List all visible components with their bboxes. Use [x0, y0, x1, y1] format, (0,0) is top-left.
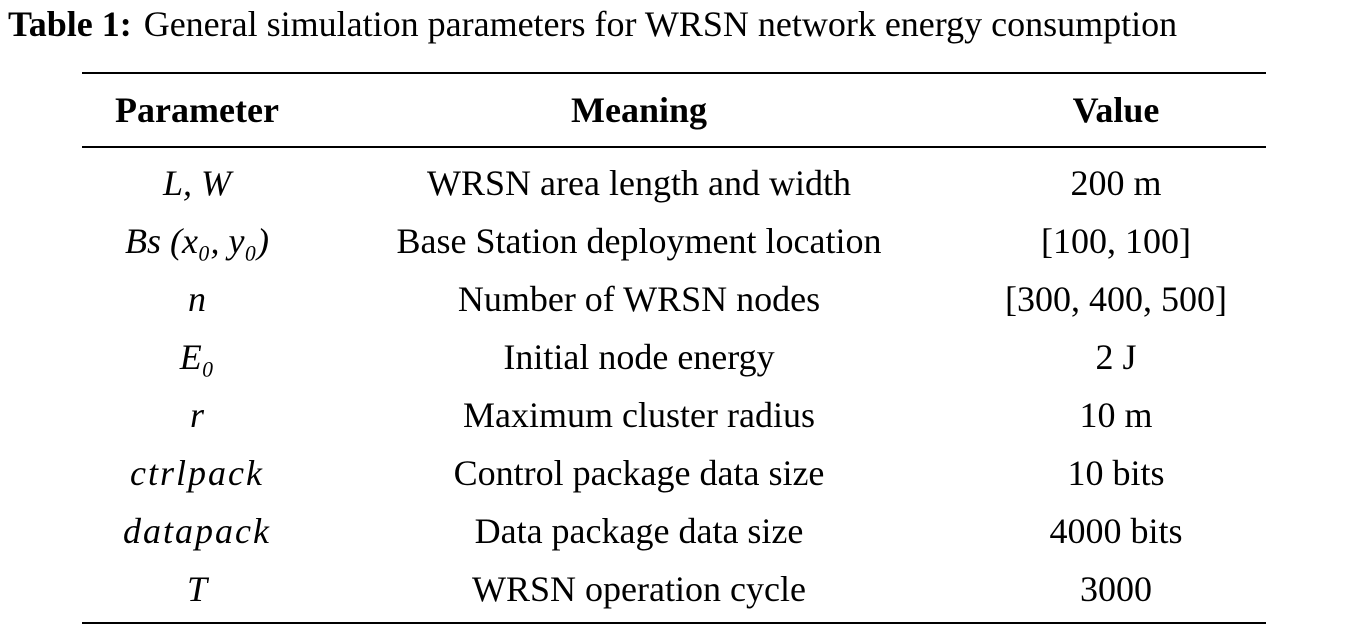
row-value: 10 bits — [1067, 453, 1165, 493]
table-row: Bs (x₀, y₀) Base Station deployment loca… — [82, 212, 1266, 270]
row-meaning: Base Station deployment location — [396, 221, 882, 261]
row-parameter: n — [188, 279, 206, 319]
row-value: 200 m — [1070, 163, 1162, 203]
row-value: 10 m — [1079, 395, 1153, 435]
row-value: 2 J — [1095, 337, 1137, 377]
row-parameter: datapack — [123, 511, 271, 551]
row-value: 4000 bits — [1049, 511, 1183, 551]
header-meaning: Meaning — [312, 74, 966, 148]
row-parameter: r — [189, 395, 204, 435]
table-row: E₀ Initial node energy 2 J — [82, 328, 1266, 386]
row-value: 3000 — [966, 560, 1266, 624]
row-parameter: T — [82, 560, 312, 624]
row-meaning: Data package data size — [474, 511, 804, 551]
header-row: Parameter Meaning Value — [82, 74, 1266, 148]
row-value: [300, 400, 500] — [1005, 279, 1227, 319]
row-parameter: E₀ — [179, 337, 215, 377]
row-parameter: ctrlpack — [130, 453, 264, 493]
row-parameter: L, W — [162, 163, 231, 203]
caption-text: General simulation parameters for WRSN n… — [143, 4, 1178, 44]
table-row: L, W WRSN area length and width 200 m — [82, 147, 1266, 212]
row-meaning: Maximum cluster radius — [463, 395, 815, 435]
caption-label: Table 1: — [8, 4, 132, 44]
table-row: n Number of WRSN nodes [300, 400, 500] — [82, 270, 1266, 328]
header-parameter: Parameter — [82, 74, 312, 148]
row-meaning: WRSN operation cycle — [312, 560, 966, 624]
table-row: T WRSN operation cycle 3000 — [82, 560, 1266, 624]
parameters-table: Parameter Meaning Value L, W WRSN area l… — [82, 72, 1266, 624]
table-row: datapack Data package data size 4000 bit… — [82, 502, 1266, 560]
row-parameter: Bs (x₀, y₀) — [125, 221, 269, 261]
row-meaning: Initial node energy — [503, 337, 775, 377]
row-meaning: Number of WRSN nodes — [457, 279, 821, 319]
row-value: [100, 100] — [1041, 221, 1191, 261]
row-meaning: Control package data size — [453, 453, 825, 493]
table-row: r Maximum cluster radius 10 m — [82, 386, 1266, 444]
table-caption: Table 1: General simulation parameters fo… — [8, 2, 1177, 46]
table-row: ctrlpack Control package data size 10 bi… — [82, 444, 1266, 502]
row-meaning: WRSN area length and width — [427, 163, 851, 203]
header-value: Value — [966, 74, 1266, 148]
